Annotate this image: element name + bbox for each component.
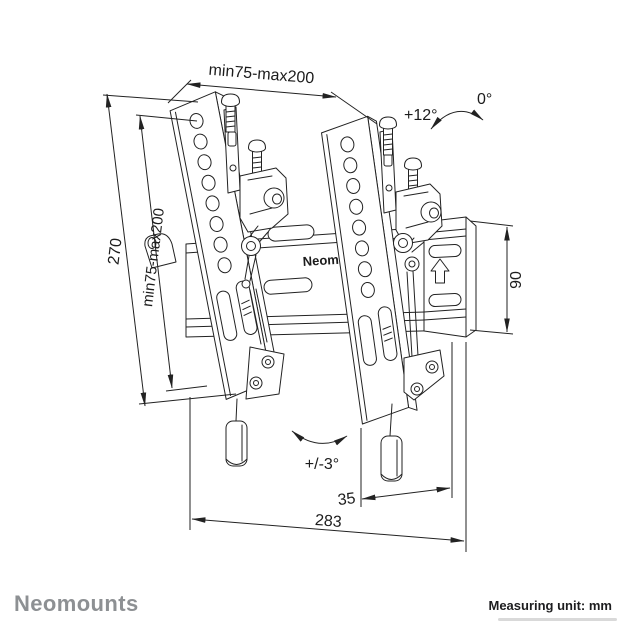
tilt-max-label: +12° [404,107,438,124]
swivel-angle-label: +/-3° [305,456,339,473]
up-arrow-icon [430,258,450,284]
dim-bracket-height: 270 [102,93,237,407]
swivel-angle-annotation: +/-3° [291,430,348,473]
footer-accent-line [498,618,617,621]
dim-bracket-height-label: 270 [105,237,125,266]
measuring-unit-label: Measuring unit: mm [488,598,612,613]
dim-wall-offset-label: 35 [337,490,357,509]
left-pivot-bracket [245,346,285,400]
neomounts-logo: Neomounts [14,591,139,616]
left-lock-pull [225,398,248,467]
dim-plate-height: 90 [469,220,525,335]
plate-brand-label: Neom [302,252,339,269]
dim-top-width-label: min75-max200 [208,62,315,88]
dim-wall-offset: 35 [337,342,453,509]
dim-plate-height-label: 90 [508,271,525,289]
dim-plate-width-label: 283 [314,512,342,531]
tilt-zero-label: 0° [477,91,492,108]
right-clamp-assembly [379,116,443,358]
tilt-angle-annotation: +12° 0° [404,91,492,130]
dim-plate-width: 283 [189,342,467,552]
right-lock-pull [380,403,403,482]
left-clamp-assembly [221,93,289,345]
right-pivot-bracket [403,349,445,401]
